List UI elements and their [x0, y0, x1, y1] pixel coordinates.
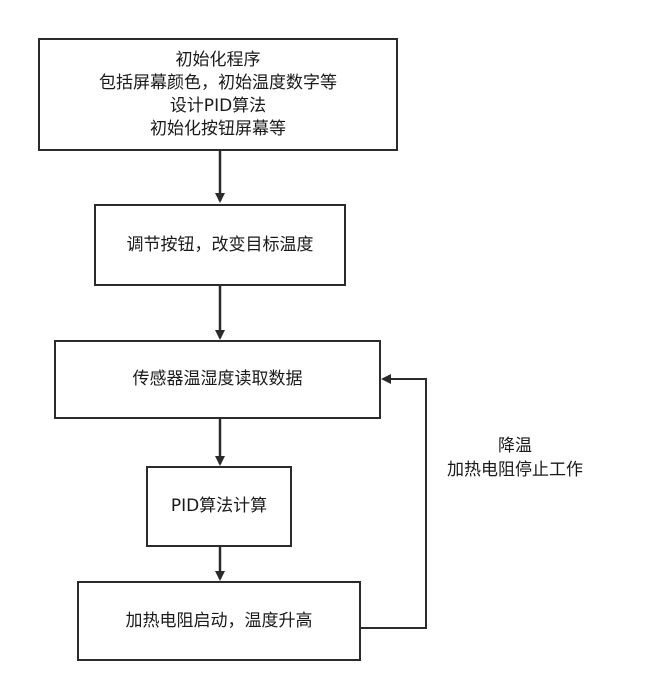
pid-step-label: PID算法计算 — [170, 496, 268, 516]
feedback-annotation: 降温 加热电阻停止工作 — [420, 434, 610, 482]
adjust-step-box: 调节按钮，改变目标温度 — [94, 204, 346, 286]
init-step-box: 初始化程序 包括屏幕颜色，初始温度数字等 设计PID算法 初始化按钮屏幕等 — [38, 38, 398, 151]
sensor-step-box: 传感器温湿度读取数据 — [54, 340, 381, 419]
heat-step-label: 加热电阻启动，温度升高 — [125, 610, 313, 631]
arrow-feedback-loop — [360, 374, 427, 629]
init-step-line-2: 包括屏幕颜色，初始温度数字等 — [99, 72, 337, 93]
feedback-line-1: 降温 — [498, 436, 532, 456]
init-step-line-3: 设计PID算法 — [169, 95, 267, 116]
init-step-line-4: 初始化按钮屏幕等 — [150, 118, 286, 139]
feedback-line-2: 加热电阻停止工作 — [447, 460, 583, 480]
heat-step-box: 加热电阻启动，温度升高 — [77, 581, 361, 661]
pid-step-box: PID算法计算 — [146, 466, 292, 547]
init-step-line-1: 初始化程序 — [175, 49, 261, 70]
adjust-step-label: 调节按钮，改变目标温度 — [126, 234, 314, 255]
sensor-step-label: 传感器温湿度读取数据 — [132, 369, 303, 389]
